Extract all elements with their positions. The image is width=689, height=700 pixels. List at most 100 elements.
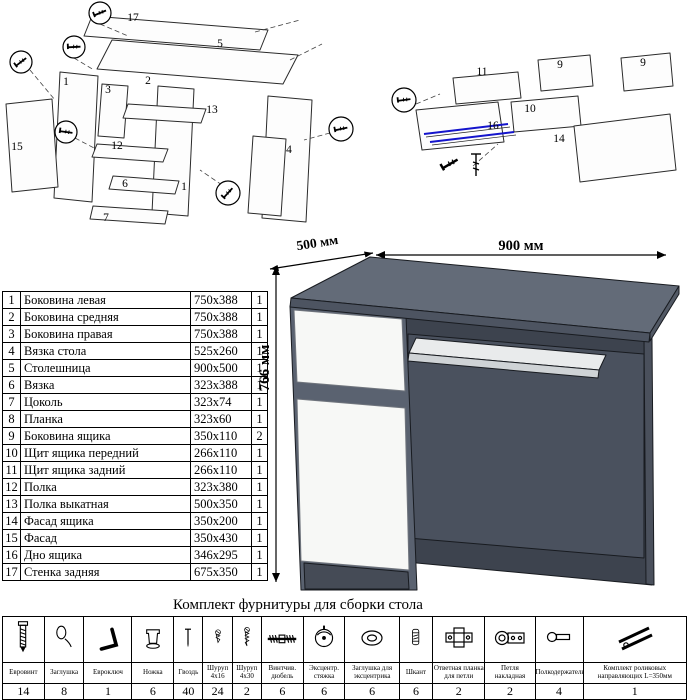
desk-right-side-panel <box>643 337 655 586</box>
desk-top-front-edge <box>289 297 651 343</box>
hw-qty: 2 <box>231 683 262 700</box>
part-size: 323x380 <box>190 478 252 496</box>
part-label: 2 <box>145 75 151 87</box>
part-label: 1 <box>63 76 69 88</box>
hw-name: Комплект роликовых направляющих L=350мм <box>582 662 688 684</box>
panel-pullout-shelf <box>122 103 207 124</box>
part-number: 9 <box>2 427 21 445</box>
part-number: 6 <box>2 376 21 394</box>
part-label: 4 <box>286 144 292 156</box>
part-size: 323x388 <box>190 376 252 394</box>
part-size: 266x110 <box>190 461 252 479</box>
part-number: 4 <box>2 342 21 360</box>
hw-qty: 6 <box>131 683 175 700</box>
part-name: Дно ящика <box>20 546 191 564</box>
drawer-front <box>293 309 406 392</box>
part-name: Боковина правая <box>20 325 191 343</box>
hw-name: Винтчив. дюбель <box>260 662 304 684</box>
hw-qty: 4 <box>534 683 584 700</box>
screw-small-icon <box>214 629 221 644</box>
part-size: 350x430 <box>190 529 252 547</box>
dowel-screw-icon <box>268 634 297 644</box>
part-number: 2 <box>2 308 21 326</box>
part-number: 12 <box>2 478 21 496</box>
hw-qty: 1 <box>83 683 133 700</box>
part-label: 1 <box>181 181 187 193</box>
panel-shelf <box>91 143 169 163</box>
panel-vyazka <box>108 175 180 195</box>
overlay-hinge-icon <box>494 630 525 646</box>
part-label: 12 <box>111 140 123 152</box>
part-size: 323x74 <box>190 393 252 411</box>
part-size: 675x350 <box>190 563 252 581</box>
roller-guides-icon <box>618 626 653 651</box>
hardware-name-row: Евровинт Заглушка Евроключ Ножка Гвоздь … <box>2 662 688 684</box>
part-label: 15 <box>11 141 23 153</box>
furniture-foot-icon <box>146 629 160 649</box>
part-qty: 2 <box>251 427 268 445</box>
part-size: 750x388 <box>190 308 252 326</box>
part-size: 750x388 <box>190 325 252 343</box>
hw-name: Шуруп 4x30 <box>231 662 262 684</box>
part-name: Вязка стола <box>20 342 191 360</box>
part-name: Боковина ящика <box>20 427 191 445</box>
part-number: 16 <box>2 546 21 564</box>
drawer-side-panel <box>620 52 674 92</box>
dimension-width: 900 мм <box>376 238 666 259</box>
hw-name: Эксцентр. стяжка <box>302 662 346 684</box>
part-name: Цоколь <box>20 393 191 411</box>
confirmat-screw-icon <box>18 621 29 653</box>
part-size: 750x388 <box>190 291 252 309</box>
part-qty: 1 <box>251 529 268 547</box>
hw-name: Ответная планка для петли <box>432 662 486 684</box>
part-name: Полка <box>20 478 191 496</box>
part-number: 8 <box>2 410 21 428</box>
hw-name: Заглушка для эксцентрика <box>344 662 400 684</box>
part-size: 346x295 <box>190 546 252 564</box>
hw-qty: 8 <box>43 683 85 700</box>
part-label: 14 <box>553 133 565 145</box>
part-number: 17 <box>2 563 21 581</box>
part-name: Полка выкатная <box>20 495 191 513</box>
svg-text:500 мм: 500 мм <box>295 238 339 253</box>
part-size: 900x500 <box>190 359 252 377</box>
hw-qty: 6 <box>302 683 346 700</box>
part-size: 350x110 <box>190 427 252 445</box>
part-label: 5 <box>217 38 223 50</box>
hardware-icon-row <box>2 616 688 663</box>
wood-dowel-icon <box>412 628 420 646</box>
part-qty: 1 <box>251 393 268 411</box>
part-name: Столешница <box>20 359 191 377</box>
part-size: 350x200 <box>190 512 252 530</box>
part-number: 7 <box>2 393 21 411</box>
shelf-pin-icon <box>546 631 571 643</box>
part-number: 5 <box>2 359 21 377</box>
exploded-view-drawer: 11 9 9 10 16 14 <box>391 52 677 183</box>
hw-qty: 6 <box>260 683 304 700</box>
part-qty: 1 <box>251 495 268 513</box>
drawer-front-panel <box>510 95 582 133</box>
part-size: 323x60 <box>190 410 252 428</box>
panel-desk-tie <box>247 135 287 217</box>
part-qty: 1 <box>251 410 268 428</box>
part-size: 525x260 <box>190 342 252 360</box>
hw-name: Заглушка <box>43 662 85 684</box>
cam-lock-icon <box>314 625 334 648</box>
hinge-plate-icon <box>445 627 473 648</box>
loose-screw <box>471 153 481 176</box>
drawer-bottom-panel <box>415 101 505 151</box>
hw-qty: 6 <box>398 683 434 700</box>
hw-qty: 1 <box>582 683 688 700</box>
part-label: 13 <box>206 104 218 116</box>
hardware-qty-row: 14 8 1 6 40 24 2 6 6 6 6 2 2 4 1 <box>2 683 688 700</box>
hw-name: Ножка <box>131 662 175 684</box>
